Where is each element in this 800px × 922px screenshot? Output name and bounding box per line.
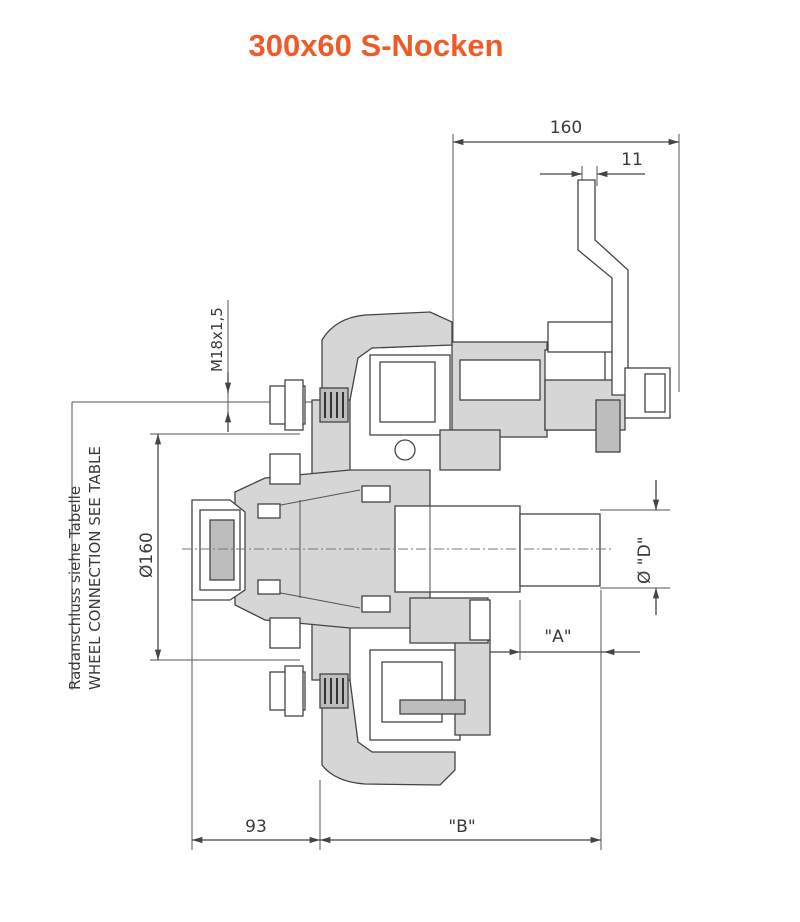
wheel-bolt-upper — [269, 379, 349, 431]
dim-phi-d: Ø "D" — [600, 480, 670, 615]
hub-assembly — [182, 179, 671, 786]
dim-phi-d-label: Ø "D" — [635, 536, 655, 584]
dim-a-label: "A" — [544, 627, 571, 647]
dim-a: "A" — [490, 600, 640, 660]
dim-11-label: 11 — [621, 150, 643, 170]
drawing-title: 300x60 S-Nocken — [248, 28, 504, 63]
dim-11: 11 — [540, 150, 645, 186]
dim-93-b: 93 "B" — [191, 500, 602, 850]
note-line-en: WHEEL CONNECTION SEE TABLE — [86, 446, 104, 690]
dim-m18: M18x1,5 — [208, 300, 232, 432]
dim-phi160: Ø160 — [137, 433, 300, 661]
dim-160-top: 160 — [452, 118, 680, 392]
wheel-bolt-lower — [269, 665, 349, 717]
note-line-de: Radanschluss siehe Tabelle — [66, 486, 84, 690]
dim-b-label: "B" — [448, 817, 475, 837]
dim-160-label: 160 — [550, 118, 582, 138]
dim-m18-label: M18x1,5 — [208, 307, 226, 372]
dim-93-label: 93 — [245, 817, 267, 837]
dim-phi160-label: Ø160 — [137, 532, 157, 578]
